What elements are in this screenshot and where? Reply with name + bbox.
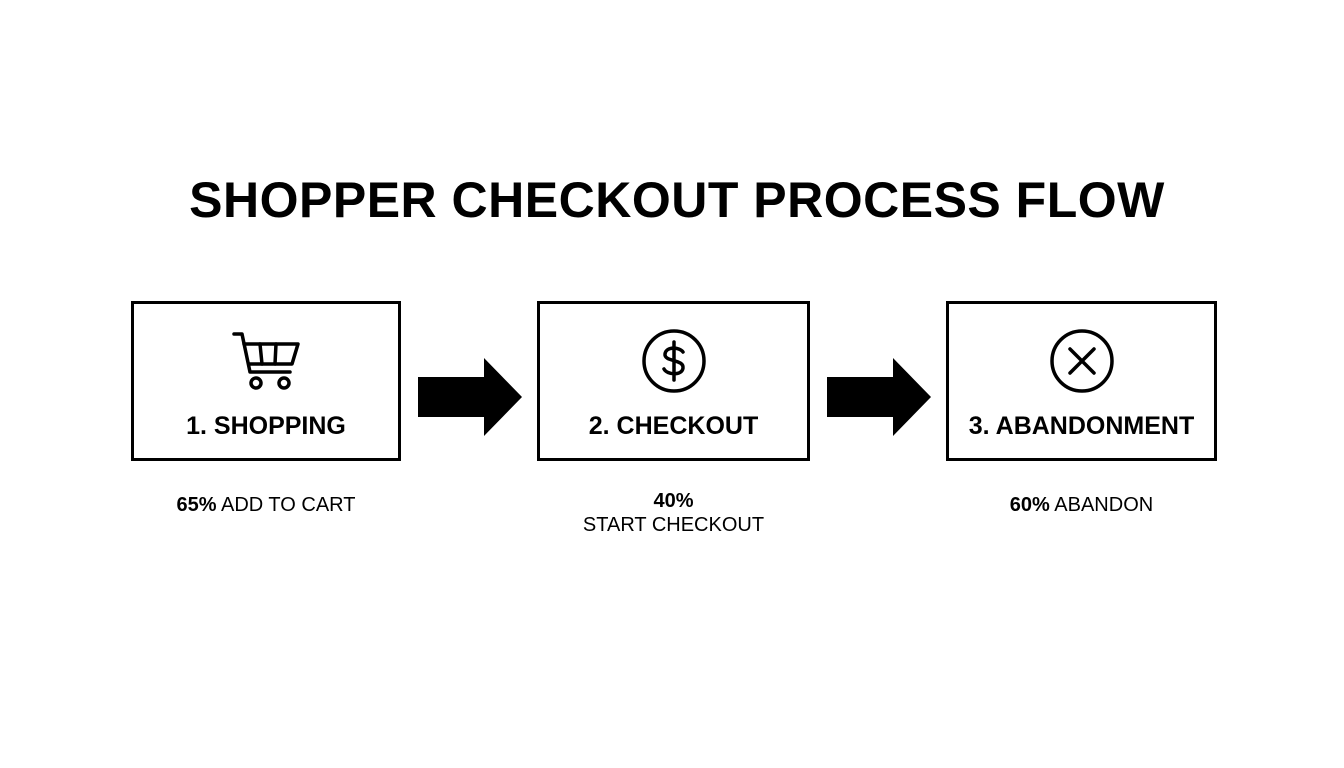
right-arrow-icon [827, 358, 931, 436]
metric-label: ADD TO CART [221, 494, 356, 516]
step-box-shopping: 1. SHOPPING [131, 301, 401, 461]
metric-value: 40% [653, 490, 694, 512]
step-label-shopping: 1. SHOPPING [186, 412, 346, 440]
step-box-abandonment: 3. ABANDONMENT [946, 301, 1217, 461]
metric-abandonment: 60% ABANDON [946, 493, 1217, 517]
step-label-abandonment: 3. ABANDONMENT [968, 412, 1195, 440]
right-arrow-icon [418, 358, 522, 436]
metric-checkout: 40% START CHECKOUT [537, 489, 810, 537]
x-circle-icon [1046, 328, 1118, 394]
metric-label: ABANDON [1054, 494, 1154, 516]
dollar-circle-icon [638, 328, 710, 394]
metric-value: 65% [176, 494, 217, 516]
shopping-cart-icon [230, 328, 302, 394]
metric-shopping: 65% ADD TO CART [131, 493, 401, 517]
step-label-checkout: 2. CHECKOUT [588, 412, 759, 440]
metric-label: START CHECKOUT [582, 514, 765, 536]
step-box-checkout: 2. CHECKOUT [537, 301, 810, 461]
diagram-title: SHOPPER CHECKOUT PROCESS FLOW [189, 172, 1165, 228]
metric-value: 60% [1009, 494, 1050, 516]
